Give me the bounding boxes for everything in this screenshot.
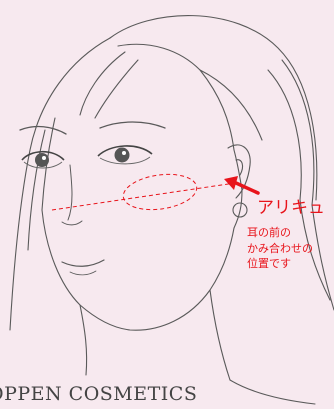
cheek-ellipse (121, 170, 199, 214)
eyebrows (20, 122, 165, 134)
nose (62, 165, 82, 225)
callout-title: アリキュ (257, 200, 325, 217)
callout-line-2: かみ合わせの (247, 243, 313, 254)
right-eye (98, 146, 152, 164)
mouth (62, 260, 104, 275)
callout-line-3: 位置です (247, 258, 291, 269)
arrow-icon (224, 176, 258, 193)
hair-lines (10, 16, 334, 330)
guide-line (52, 183, 235, 210)
callout-line-1: 耳の前の (247, 227, 291, 238)
brand-name: OPPEN COSMETICS (0, 385, 197, 404)
face-contour (42, 190, 242, 330)
joint-guide (52, 170, 235, 214)
